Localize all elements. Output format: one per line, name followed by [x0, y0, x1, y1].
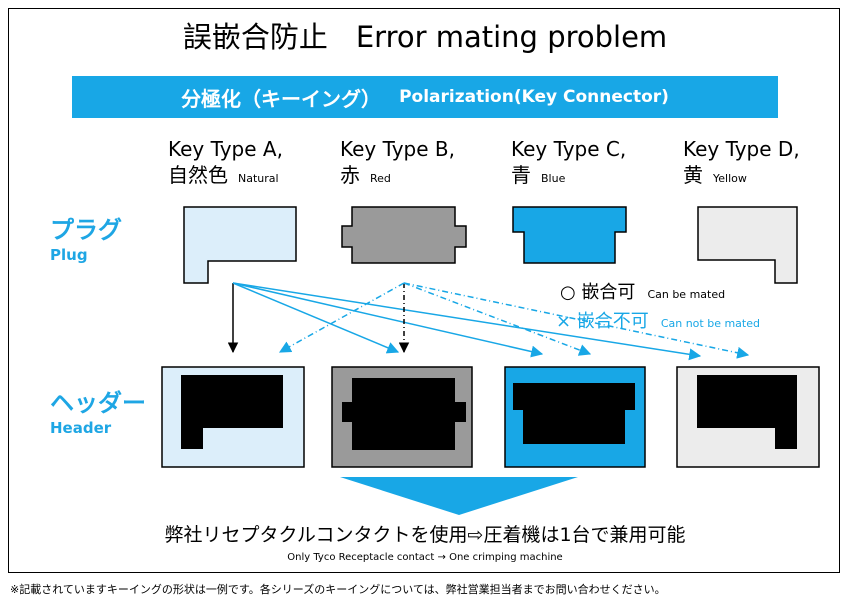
arrow-a-to-c	[232, 282, 544, 358]
polarization-banner: 分極化（キーイング） Polarization(Key Connector)	[72, 76, 778, 118]
plug-label-en: Plug	[50, 246, 88, 264]
arrow-a-to-d	[232, 282, 702, 361]
banner-jp: 分極化（キーイング）	[181, 86, 382, 111]
key-d-color-jp: 黄	[683, 163, 703, 187]
key-label-a: Key Type A, 自然色 Natural	[168, 136, 283, 192]
title-jp: 誤嵌合防止	[182, 20, 328, 54]
plug-d	[697, 206, 798, 284]
key-b-name: Key Type B,	[340, 137, 455, 161]
key-d-color-en: Yellow	[713, 172, 747, 185]
plug-label-jp: プラグ	[50, 216, 122, 244]
diagram-frame	[8, 8, 840, 573]
arrow-b-to-c	[403, 282, 592, 356]
bottom-caption-en: Only Tyco Receptacle contact → One crimp…	[287, 552, 563, 563]
key-c-color-jp: 青	[511, 163, 531, 187]
legend-not-mated: × 嵌合不可 Can not be mated	[556, 307, 760, 333]
key-b-color-en: Red	[370, 172, 391, 185]
key-a-color-en: Natural	[238, 172, 279, 185]
legend-mated-jp: ○ 嵌合可	[560, 282, 636, 303]
header-label: ヘッダー Header	[50, 389, 146, 439]
legend-not-mated-en: Can not be mated	[660, 317, 760, 330]
header-d	[676, 366, 820, 468]
header-b	[331, 366, 473, 468]
key-b-color-jp: 赤	[340, 163, 360, 187]
key-c-name: Key Type C,	[511, 137, 627, 161]
header-label-en: Header	[50, 419, 112, 437]
key-label-b: Key Type B, 赤 Red	[340, 136, 455, 192]
plug-label: プラグ Plug	[50, 216, 122, 266]
plug-b	[341, 206, 467, 264]
plug-a	[183, 206, 297, 284]
key-c-color-en: Blue	[541, 172, 566, 185]
header-a	[161, 366, 305, 468]
arrow-a-to-b	[232, 282, 400, 354]
key-a-name: Key Type A,	[168, 137, 283, 161]
diagram-title: 誤嵌合防止 Error mating problem	[0, 20, 850, 54]
title-en: Error mating problem	[355, 20, 668, 54]
key-label-c: Key Type C, 青 Blue	[511, 136, 626, 192]
bottom-caption-jp: 弊社リセプタクルコンタクトを使用⇨圧着機は1台で兼用可能	[164, 524, 686, 546]
banner-en: Polarization(Key Connector)	[399, 87, 669, 107]
legend-mated: ○ 嵌合可 Can be mated	[560, 278, 725, 304]
header-c	[504, 366, 646, 468]
arrow-b-to-a	[278, 282, 405, 353]
big-down-arrow	[340, 477, 578, 515]
legend-mated-en: Can be mated	[647, 288, 726, 301]
plug-c	[512, 206, 627, 264]
legend-not-mated-jp: × 嵌合不可	[556, 311, 649, 332]
footnote: ※記載されていますキーイングの形状は一例です。各シリーズのキーイングについては、…	[10, 583, 666, 596]
key-label-d: Key Type D, 黄 Yellow	[683, 136, 800, 192]
key-d-name: Key Type D,	[683, 137, 800, 161]
header-label-jp: ヘッダー	[50, 389, 146, 417]
key-a-color-jp: 自然色	[168, 163, 228, 187]
